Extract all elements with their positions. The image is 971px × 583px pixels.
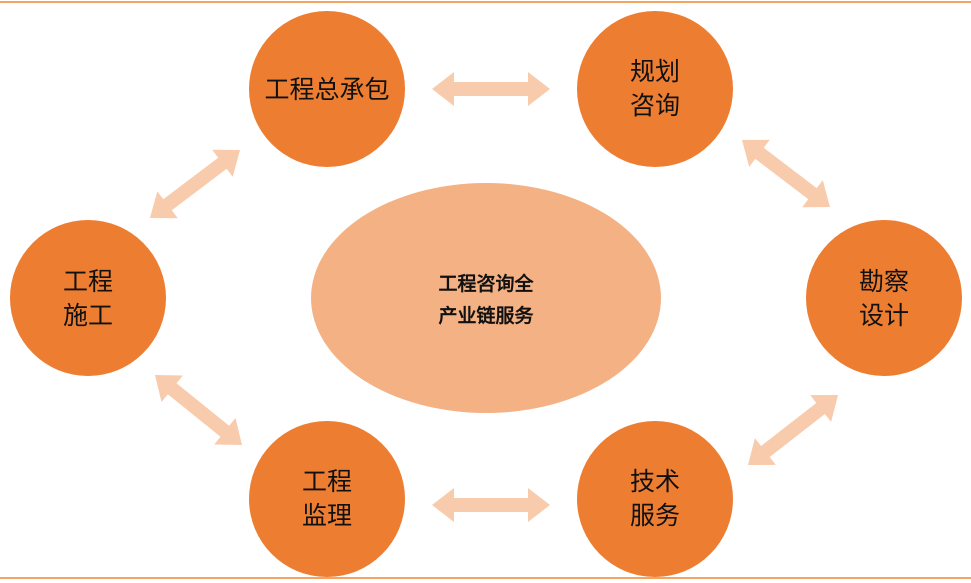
node-survey-design: 勘察 设计 [806, 220, 962, 376]
node-construction: 工程 施工 [10, 220, 166, 376]
center-ellipse: 工程咨询全 产业链服务 [311, 183, 661, 413]
node-general-contracting: 工程总承包 [249, 11, 405, 167]
center-line-1: 工程咨询全 [438, 272, 534, 295]
node-label: 工程总承包 [264, 75, 389, 104]
node-label-2: 服务 [630, 501, 680, 530]
node-label-1: 工程 [63, 267, 113, 296]
double-arrow-icon [432, 488, 550, 522]
double-arrow-icon [748, 395, 838, 465]
node-supervision: 工程 监理 [249, 421, 405, 577]
double-arrow-icon [432, 72, 550, 106]
center-line-2: 产业链服务 [438, 304, 534, 327]
node-label-1: 勘察 [859, 267, 909, 296]
node-label-1: 规划 [630, 57, 680, 86]
node-label-2: 监理 [302, 501, 352, 530]
double-arrow-icon [150, 149, 240, 219]
node-label-2: 设计 [859, 301, 909, 330]
double-arrow-icon [155, 375, 242, 445]
node-technical-service: 技术 服务 [577, 421, 733, 577]
node-planning-consulting: 规划 咨询 [577, 11, 733, 167]
node-label-2: 施工 [63, 301, 113, 330]
node-label-1: 技术 [630, 467, 680, 496]
double-arrow-icon [742, 139, 830, 208]
node-label-1: 工程 [302, 467, 352, 496]
node-label-2: 咨询 [630, 91, 680, 120]
